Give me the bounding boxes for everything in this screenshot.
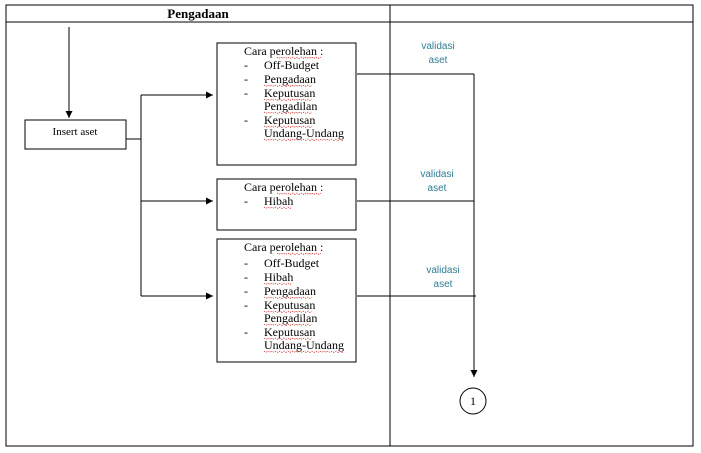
box-1-item-3-line-1: Keputusan bbox=[264, 86, 315, 100]
box-3-bullet-5: - bbox=[244, 325, 248, 339]
box-1-bullet-2: - bbox=[244, 72, 248, 86]
box-3-bullet-2: - bbox=[244, 270, 248, 284]
box-2-heading: Cara perolehan : bbox=[244, 180, 323, 194]
box-1-item-3-line-2: Pengadilan bbox=[264, 99, 317, 113]
box-3-item-3: Pengadaan bbox=[264, 284, 316, 298]
box-1-bullet-3: - bbox=[244, 86, 248, 100]
box-3-item-4-line-1: Keputusan bbox=[264, 298, 315, 312]
branch-connectors bbox=[126, 91, 213, 300]
validation-label-1-line-1: validasi bbox=[421, 41, 454, 52]
offpage-connector-1: 1 bbox=[459, 387, 487, 415]
validation-connectors bbox=[357, 73, 478, 377]
box-3-bullet-3: - bbox=[244, 284, 248, 298]
lane-title-pengadaan: Pengadaan bbox=[167, 6, 229, 21]
box-3-bullet-4: - bbox=[244, 298, 248, 312]
box-1-heading: Cara perolehan : bbox=[244, 44, 323, 58]
box-3-item-2: Hibah bbox=[264, 270, 293, 284]
acquisition-box-3: Cara perolehan : - Off-Budget - Hibah - … bbox=[216, 238, 357, 363]
insert-aset-box: Insert aset bbox=[24, 119, 127, 150]
validation-label-3-line-1: validasi bbox=[426, 265, 459, 276]
validation-label-1-line-2: aset bbox=[429, 55, 448, 66]
box-3-item-5-line-2: Undang-Undang bbox=[264, 338, 344, 352]
validation-label-3-line-2: aset bbox=[434, 279, 453, 290]
box-3-bullet-1: - bbox=[244, 256, 248, 270]
validation-label-2-line-2: aset bbox=[428, 183, 447, 194]
connector-label: 1 bbox=[470, 394, 476, 408]
box-1-bullet-4: - bbox=[244, 113, 248, 127]
validation-label-2-line-1: validasi bbox=[420, 169, 453, 180]
box-3-item-5-line-1: Keputusan bbox=[264, 325, 315, 339]
box-2-item-1: Hibah bbox=[264, 194, 293, 208]
box-3-item-4-line-2: Pengadilan bbox=[264, 311, 317, 325]
box-1-bullet-1: - bbox=[244, 58, 248, 72]
insert-aset-label: Insert aset bbox=[53, 126, 98, 138]
box-1-item-4-line-1: Keputusan bbox=[264, 113, 315, 127]
acquisition-box-1: Cara perolehan : - Off-Budget - Pengadaa… bbox=[216, 42, 357, 166]
box-1-item-1: Off-Budget bbox=[264, 58, 320, 72]
acquisition-box-2: Cara perolehan : - Hibah bbox=[216, 178, 357, 231]
swimlane-frame bbox=[5, 4, 694, 447]
box-3-item-1: Off-Budget bbox=[264, 256, 320, 270]
box-1-item-2: Pengadaan bbox=[264, 72, 316, 86]
box-1-item-4-line-2: Undang-Undang bbox=[264, 126, 344, 140]
box-2-bullet-1: - bbox=[244, 194, 248, 208]
box-3-heading: Cara perolehan : bbox=[244, 240, 323, 254]
